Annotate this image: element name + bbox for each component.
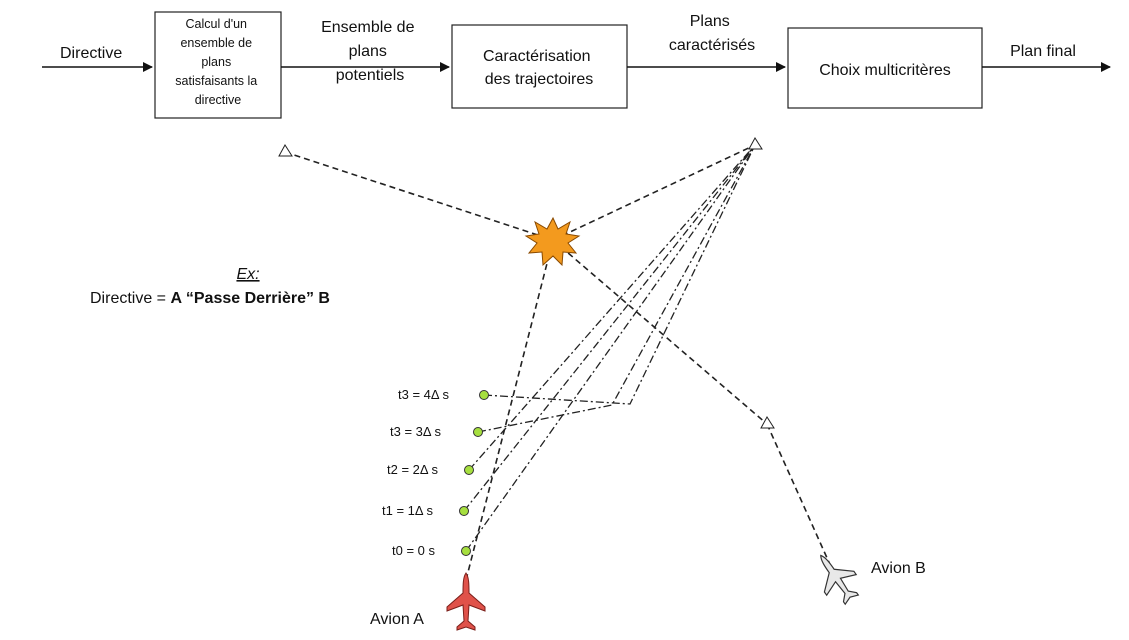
time-label-0: t0 = 0 s <box>392 543 435 558</box>
time-label-3: t3 = 3Δ s <box>390 424 441 439</box>
alt-plan-3 <box>477 144 756 433</box>
time-point-1 <box>459 506 469 516</box>
characterization-label: Caractérisation des trajectoires <box>483 48 595 88</box>
characterized-plans-line-1: Plans <box>690 13 730 30</box>
alt-plan-1 <box>463 144 756 512</box>
time-label-1: t1 = 1Δ s <box>382 503 433 518</box>
avion-b-label: Avion B <box>871 560 926 577</box>
a-nominal-path <box>465 239 554 581</box>
b-path-entry <box>284 151 554 241</box>
compute-plans-line-3: plans <box>201 55 231 69</box>
alt-plan-4 <box>483 144 756 405</box>
conflict-burst-icon <box>524 216 581 267</box>
avion-a-icon <box>446 572 486 631</box>
waypoint-lower-icon <box>760 416 775 429</box>
alt-plan-0 <box>465 144 756 552</box>
output-label: Plan final <box>1010 43 1076 60</box>
characterized-plans-line-2: caractérisés <box>669 37 755 54</box>
compute-plans-box <box>154 11 282 119</box>
alt-plan-2 <box>468 144 756 471</box>
potential-plans-label: Ensemble de plans potentiels <box>321 19 419 84</box>
example-directive-prefix: Directive = <box>90 290 170 307</box>
waypoint-left-icon <box>278 144 293 157</box>
avion-b-icon <box>820 554 860 606</box>
time-point-2 <box>464 465 474 475</box>
potential-plans-line-3: potentiels <box>336 67 405 84</box>
characterization-box <box>451 24 628 109</box>
avion-a-label: Avion A <box>370 611 424 628</box>
compute-plans-label: Calcul d'un ensemble de plans satisfaisa… <box>175 17 260 107</box>
compute-plans-line-4: satisfaisants la <box>175 74 257 88</box>
time-point-4 <box>479 390 489 400</box>
multicriteria-box <box>787 27 983 109</box>
waypoint-right-icon <box>748 137 763 150</box>
example-directive: Directive = A “Passe Derrière” B <box>90 290 330 307</box>
trajectory-example: t3 = 4Δ s t3 = 3Δ s t2 = 2Δ s t1 = 1Δ s … <box>90 137 926 631</box>
compute-plans-line-5: directive <box>195 93 242 107</box>
time-label-4: t3 = 4Δ s <box>398 387 449 402</box>
example-directive-rule: A “Passe Derrière” B <box>170 290 330 307</box>
characterized-plans-label: Plans caractérisés <box>669 13 755 54</box>
multicriteria-label: Choix multicritères <box>819 62 951 79</box>
example-title: Ex: <box>236 266 259 283</box>
b-path-exit <box>766 423 837 579</box>
characterization-line-1: Caractérisation <box>483 48 591 65</box>
characterization-line-2: des trajectoires <box>485 71 594 88</box>
a-nominal-exit <box>552 144 756 241</box>
potential-plans-line-2: plans <box>349 43 387 60</box>
b-path-middle <box>552 239 768 425</box>
time-point-0 <box>461 546 471 556</box>
potential-plans-line-1: Ensemble de <box>321 19 414 36</box>
flow-chart: Directive Calcul d'un ensemble de plans … <box>42 11 1111 119</box>
compute-plans-line-1: Calcul d'un <box>186 17 247 31</box>
compute-plans-line-2: ensemble de <box>180 36 252 50</box>
time-label-2: t2 = 2Δ s <box>387 462 438 477</box>
time-point-3 <box>473 427 483 437</box>
input-label: Directive <box>60 45 122 62</box>
